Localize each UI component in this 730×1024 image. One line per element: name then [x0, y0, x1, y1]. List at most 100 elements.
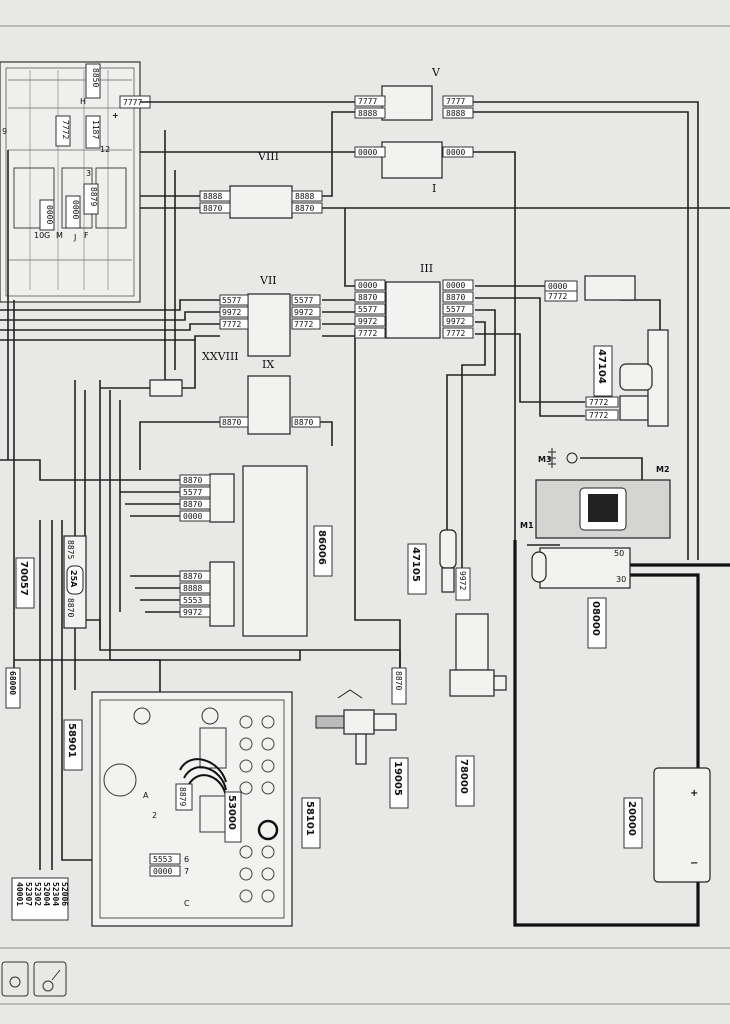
wire-label-0000-c: 0000	[358, 148, 377, 157]
wire-label-8879-a: 8879	[89, 187, 98, 206]
connector-VIII-label: VIII	[257, 150, 279, 163]
pin-9: 9	[2, 127, 7, 136]
connector-XXVIII-label: XXVIII	[202, 350, 239, 363]
connector-V-label: V	[431, 66, 441, 79]
pin-H: H	[80, 97, 86, 106]
ref-0: 52006	[60, 882, 69, 906]
pin-M: M	[56, 231, 63, 240]
wire-label-8870-h: 8870	[183, 500, 202, 509]
connector-III-label: III	[420, 262, 433, 275]
ref-1: 52304	[51, 882, 60, 906]
wire-label-8870-j: 8870	[66, 598, 75, 617]
wire-label-8870-d: 8870	[446, 293, 465, 302]
connector-V: 7777 8888 7777 8888 V	[354, 66, 474, 121]
code-53000: 53000	[226, 795, 237, 830]
wire-label-9972-d: 9972	[446, 317, 465, 326]
code-47104: 47104	[596, 349, 607, 384]
wire-label-0000-d: 0000	[446, 148, 465, 157]
code-58101: 58101	[304, 801, 315, 836]
connector-I: 0000 0000 I	[354, 141, 474, 195]
wire-label-7772-e: 7772	[446, 329, 465, 338]
code-86006: 86006	[316, 530, 327, 565]
wire-label-8870-c: 8870	[358, 293, 377, 302]
wire-label-7772-d: 7772	[358, 329, 377, 338]
wire-label-0000-e: 0000	[358, 281, 377, 290]
battery-20000: + − 20000	[623, 767, 711, 883]
reference-list: 52006 52304 52004 52302 52307 40001	[11, 877, 69, 921]
wire-label-8870-i: 8870	[183, 572, 202, 581]
ground-M2-label: M2	[656, 465, 670, 474]
wire-label-8875: 8875	[66, 540, 75, 559]
wire-label-7772-c: 7772	[294, 320, 313, 329]
wire-label-8870-a: 8870	[203, 204, 222, 213]
wire-label-5577-c: 5577	[358, 305, 377, 314]
wire-label-5577-a: 5577	[222, 296, 241, 305]
wire-label-0000-g: 0000	[183, 512, 202, 521]
wire-label-0000-b: 0000	[71, 200, 80, 219]
code-78000: 78000	[458, 759, 469, 794]
wire-label-0000-a: 0000	[45, 205, 54, 224]
fuse-rating: 25A	[69, 570, 78, 588]
connector-VII-label: VII	[259, 274, 277, 287]
wire-label-9972-b: 9972	[294, 308, 313, 317]
wire-label-7772-b: 7772	[222, 320, 241, 329]
wire-label-8870-k: 8870	[394, 671, 403, 690]
fuse-25a: 8875 25A 8870	[63, 535, 87, 629]
wire-label-9972-c: 9972	[358, 317, 377, 326]
wire-label-7777-c: 7777	[446, 97, 465, 106]
code-58901: 58901	[66, 723, 77, 758]
instrument-panel-58101: 8879 A 2 5553 0000 6 7 C 53000	[91, 691, 293, 927]
connector-VII: 5577 9972 7772 5577 9972 7772 VII	[219, 274, 321, 357]
connector-IX: 8870 8870 IX	[219, 358, 321, 435]
wire-label-5553-b: 5553	[153, 855, 172, 864]
wire-label-8870-b: 8870	[295, 204, 314, 213]
code-68000: 68000	[8, 671, 17, 695]
code-70057: 70057	[18, 561, 29, 596]
wire-label-7772-g: 7772	[589, 398, 608, 407]
wire-label-8888-d: 8888	[295, 192, 314, 201]
wire-label-8888-b: 8888	[446, 109, 465, 118]
pin-G: G	[44, 231, 50, 240]
component-47104: 0000 7772 7772 7772 47104	[544, 275, 669, 427]
pin-J: J	[73, 233, 76, 242]
ref-5: 40001	[15, 882, 24, 906]
pin-6: 6	[184, 855, 189, 864]
ground-M3-label: M3	[538, 455, 552, 464]
pin-7: 7	[184, 867, 189, 876]
code-20000: 20000	[626, 801, 637, 836]
wire-label-8888-a: 8888	[358, 109, 377, 118]
component-08000: 50 30 08000 M1 M2 M3	[520, 448, 671, 649]
ref-2: 52004	[42, 882, 51, 906]
ref-4: 52307	[24, 882, 33, 906]
ground-M1-label: M1	[520, 521, 534, 530]
wire-label-8888-e: 8888	[183, 584, 202, 593]
pin-F: F	[84, 231, 89, 240]
wire-label-0000-h: 0000	[153, 867, 172, 876]
connector-I-label: I	[432, 182, 436, 195]
code-19005: 19005	[392, 761, 403, 796]
wire-label-8870-g: 8870	[183, 476, 202, 485]
wire-label-9972-e: 9972	[183, 608, 202, 617]
pin-C: C	[184, 899, 190, 908]
wire-label-9972-f: 9972	[458, 571, 467, 590]
wire-label-5553-a: 5553	[183, 596, 202, 605]
connector-III: 0000 8870 5577 9972 7772 0000 8870 5577 …	[354, 262, 474, 339]
wire-harness	[0, 101, 730, 870]
pin-50: 50	[614, 549, 624, 558]
wire-label-0000-i: 0000	[548, 282, 567, 291]
wire-label-9972-a: 9972	[222, 308, 241, 317]
pin-30: 30	[616, 575, 626, 584]
connector-XXVIII: XXVIII	[149, 350, 239, 397]
legend-icons	[1, 961, 67, 997]
pin-3: 3	[86, 169, 91, 178]
code-08000: 08000	[590, 601, 601, 636]
wire-label-0000-f: 0000	[446, 281, 465, 290]
plus-terminal-label: +	[112, 111, 119, 120]
wire-label-8870-e: 8870	[222, 418, 241, 427]
wire-label-8879-b: 8879	[178, 787, 187, 806]
pin-12: 12	[100, 145, 110, 154]
pin-2: 2	[152, 811, 157, 820]
battery-minus-label: −	[690, 858, 698, 869]
ref-3: 52302	[33, 882, 42, 906]
central-junction-box: 0000 0000 8879 8850 1187 7772 + 7777 H 1…	[0, 61, 151, 303]
